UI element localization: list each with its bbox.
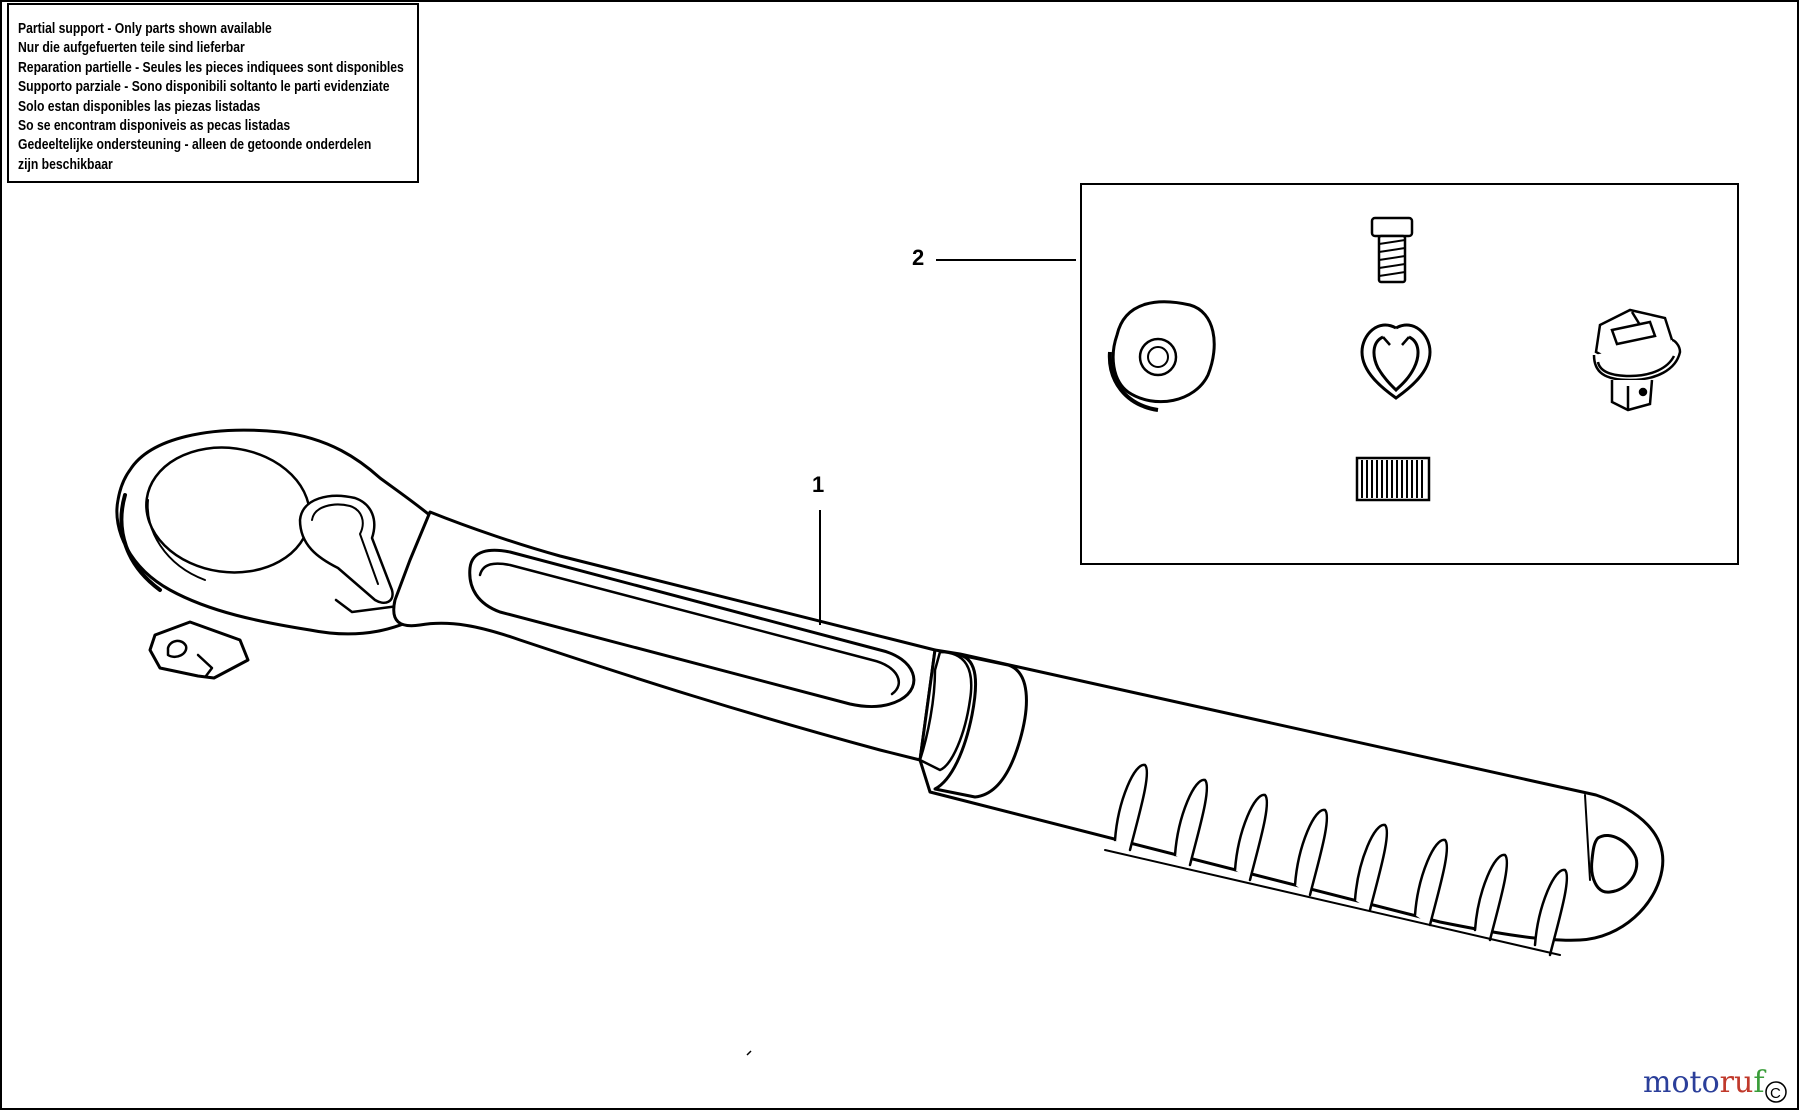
drive-anvil-part: [1592, 308, 1682, 412]
watermark-part-c: f: [1753, 1065, 1765, 1100]
ratchet-wrench: [115, 428, 1665, 957]
notice-line: Nur die aufgefuerten teile sind lieferba…: [18, 40, 245, 57]
spring-clip-part: [1360, 323, 1432, 400]
notice-line: zijn beschikbaar: [18, 156, 113, 173]
notice-line: Gedeeltelijke ondersteuning - alleen de …: [18, 137, 372, 154]
callout-part-2: 2: [912, 245, 925, 270]
watermark-logo: motoruf: [1643, 1065, 1764, 1100]
hang-hole: [1590, 834, 1639, 894]
handle-collar: [918, 650, 973, 772]
grip-ribs: [1113, 763, 1569, 957]
knurled-ring-part: [1355, 456, 1431, 502]
notice-line: Solo estan disponibles las piezas listad…: [18, 98, 261, 115]
notice-line: So se encontram disponiveis as pecas lis…: [18, 118, 291, 135]
copyright-letter: C: [1770, 1085, 1781, 1102]
beam-recess: [468, 548, 916, 709]
drive-square: [148, 620, 250, 680]
reverse-lever: [298, 494, 412, 614]
screw-part: [1370, 216, 1414, 284]
copyright-icon: [1765, 1081, 1787, 1103]
notice-line: Partial support - Only parts shown avail…: [18, 21, 272, 37]
notice-box: Partial support - Only parts shown avail…: [7, 3, 419, 183]
kit-box: [1080, 183, 1739, 565]
notice-line: Supporto parziale - Sono disponibili sol…: [18, 79, 390, 96]
stray-mark: [746, 1050, 752, 1056]
washer-part: [1107, 300, 1216, 412]
callout-part-1: 1: [812, 472, 825, 497]
watermark-part-a: moto: [1643, 1065, 1720, 1100]
notice-line: Reparation partielle - Seules les pieces…: [18, 59, 404, 76]
watermark-part-b: ru: [1719, 1065, 1754, 1100]
